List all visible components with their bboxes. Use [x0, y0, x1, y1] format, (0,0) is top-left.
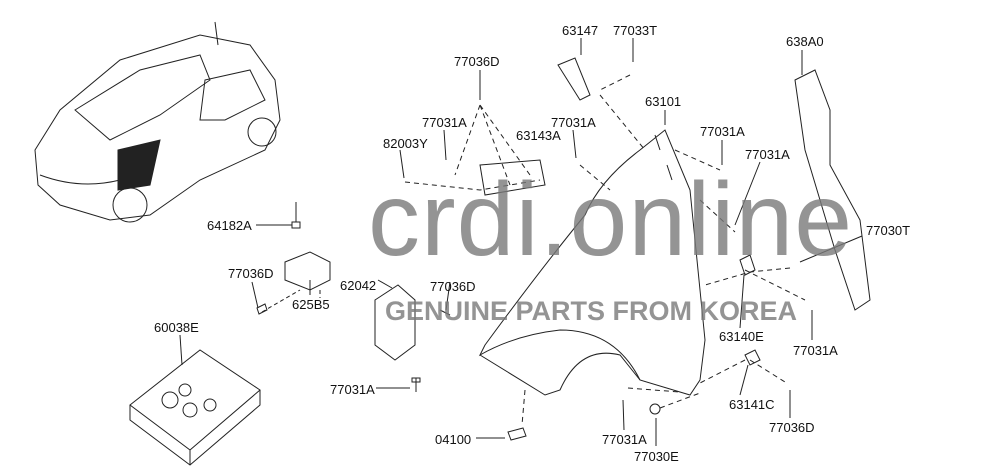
part-label[interactable]: 63141C: [729, 397, 775, 412]
part-label[interactable]: 77031A: [422, 115, 467, 130]
part-label[interactable]: 77030E: [634, 449, 679, 464]
fender-illustration: [478, 129, 706, 396]
watermark-brand: crdi.online: [368, 162, 854, 278]
car-illustration: [34, 21, 281, 223]
part-label[interactable]: 62042: [340, 278, 377, 293]
part-label[interactable]: 625B5: [292, 297, 330, 312]
part-label[interactable]: 63147: [562, 23, 599, 38]
clip-kit-box: [129, 349, 261, 466]
part-label[interactable]: 63140E: [719, 329, 764, 344]
part-label[interactable]: 77031A: [330, 382, 375, 397]
part-label[interactable]: 77031A: [700, 124, 745, 139]
part-label[interactable]: 77036D: [454, 54, 500, 69]
part-label[interactable]: 04100: [435, 432, 472, 447]
part-label[interactable]: 60038E: [154, 320, 199, 335]
part-label[interactable]: 77036D: [769, 420, 815, 435]
part-label[interactable]: 77033T: [613, 23, 658, 38]
part-label[interactable]: 638A0: [786, 34, 824, 49]
part-label[interactable]: 63101: [645, 94, 682, 109]
part-label[interactable]: 77031A: [745, 147, 790, 162]
part-label[interactable]: 82003Y: [383, 136, 428, 151]
part-label[interactable]: 63143A: [516, 128, 561, 143]
part-label[interactable]: 64182A: [207, 218, 252, 233]
part-label[interactable]: 77036D: [430, 279, 476, 294]
watermark-tagline: GENUINE PARTS FROM KOREA: [385, 296, 798, 326]
part-label[interactable]: 77031A: [551, 115, 596, 130]
part-label[interactable]: 77030T: [866, 223, 911, 238]
part-label[interactable]: 77031A: [602, 432, 647, 447]
part-label[interactable]: 77036D: [228, 266, 274, 281]
part-label[interactable]: 77031A: [793, 343, 838, 358]
